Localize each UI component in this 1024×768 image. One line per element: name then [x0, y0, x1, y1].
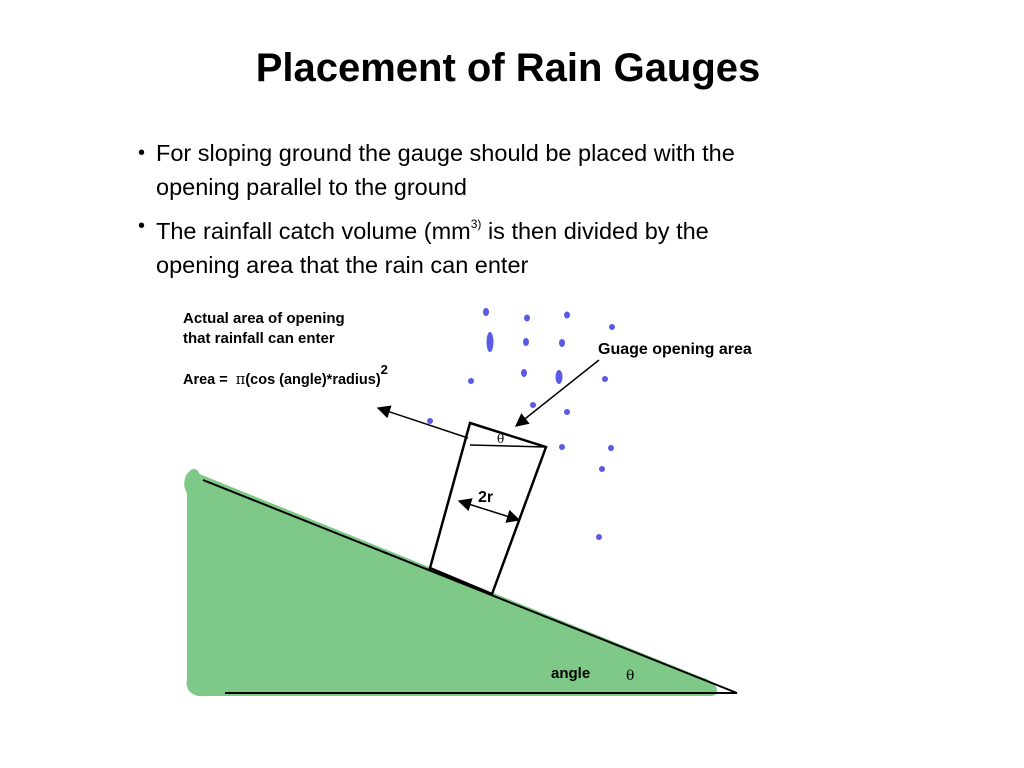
raindrops: [427, 308, 615, 540]
gauge-opening-label: Guage opening area: [598, 341, 752, 358]
raindrop: [427, 418, 433, 424]
raindrop: [523, 338, 529, 346]
raindrop: [564, 409, 570, 415]
raindrop: [599, 466, 605, 472]
bullet-text-after-sup: is then divided by the: [481, 217, 709, 244]
width-label: 2r: [478, 489, 493, 506]
annotation-line1: Actual area of opening: [183, 310, 345, 327]
area-formula: Area = π(cos (angle)*radius)2: [183, 362, 388, 388]
raindrop: [608, 445, 614, 451]
ground-angle-symbol: θ: [626, 668, 634, 684]
actual-area-arrow: [376, 405, 469, 439]
rain-gauge: [428, 421, 548, 596]
slide-title: Placement of Rain Gauges: [255, 46, 761, 90]
bullet-text-line2: opening area that the rain can enter: [156, 251, 529, 278]
bullet-item: • For sloping ground the gauge should be…: [138, 136, 878, 204]
raindrop: [609, 324, 615, 330]
slope-line: [202, 479, 738, 694]
raindrop: [596, 534, 602, 540]
annotation-line2: that rainfall can enter: [183, 330, 335, 347]
formula-exponent: 2: [381, 362, 388, 377]
raindrop: [524, 314, 530, 322]
bullet-list: • For sloping ground the gauge should be…: [138, 136, 878, 287]
bullet-dot-icon: •: [138, 215, 146, 237]
sloped-ground: [184, 469, 717, 697]
width-dimension-arrow: [457, 498, 521, 523]
formula-prefix: Area =: [183, 372, 232, 388]
bullet-text-line2: opening parallel to the ground: [156, 174, 467, 200]
bullet-text-before-sup: The rainfall catch volume (mm: [156, 217, 471, 244]
raindrop: [530, 402, 536, 408]
bullet-superscript: 3): [470, 217, 482, 231]
gauge-opening-arrow: [514, 359, 600, 427]
raindrop: [564, 311, 570, 319]
raindrop: [521, 369, 527, 377]
raindrop: [602, 376, 608, 382]
bullet-item: • The rainfall catch volume (mm3) is the…: [138, 209, 878, 282]
raindrop: [559, 444, 565, 450]
opening-reference-line: [469, 444, 547, 448]
raindrop: [555, 370, 563, 384]
raindrop: [468, 378, 474, 384]
formula-body: (cos (angle)*radius): [245, 372, 381, 388]
raindrop: [483, 308, 489, 316]
bullet-text-line1: For sloping ground the gauge should be p…: [156, 140, 735, 166]
formula-pi: π: [236, 372, 246, 388]
bullet-dot-icon: •: [138, 142, 146, 164]
raindrop: [559, 339, 565, 347]
raindrop: [486, 332, 494, 352]
angle-label: angle: [551, 665, 590, 682]
gauge-angle-symbol: θ: [497, 432, 504, 446]
